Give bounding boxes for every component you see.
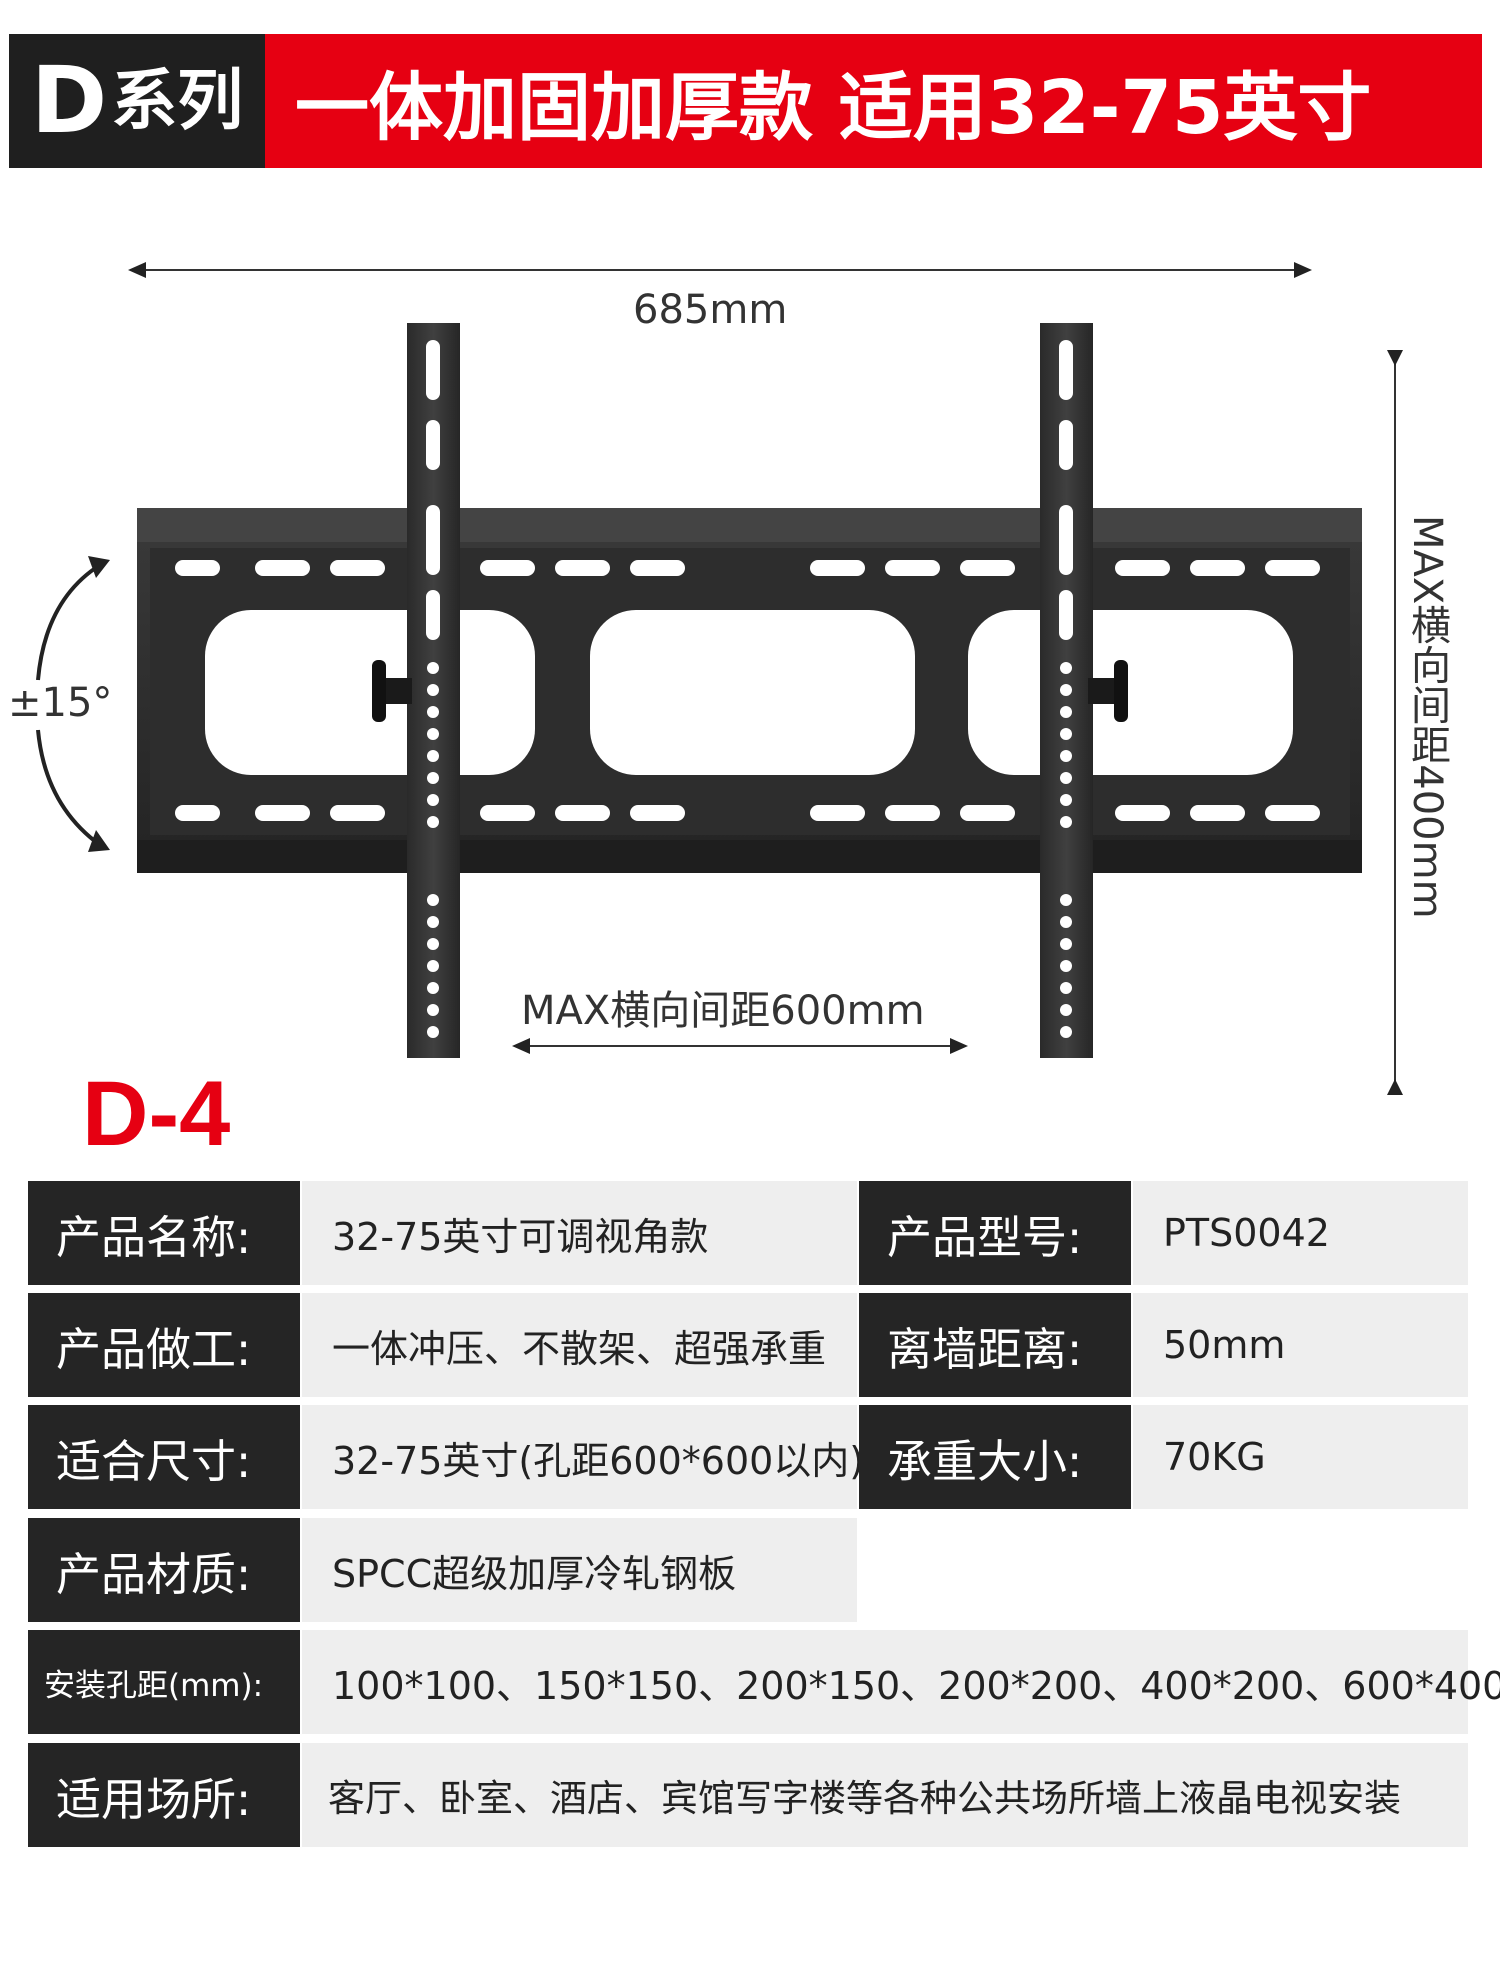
series-badge: D 系列 [9, 34, 265, 168]
place-label: 适用场所: [28, 1743, 300, 1847]
horizontal-spacing-label: MAX横向间距600mm [521, 988, 925, 1034]
tilt-label: ±15° [8, 680, 113, 726]
load-value: 70KG [1133, 1405, 1468, 1509]
product-name-value: 32-75英寸可调视角款 [302, 1181, 857, 1285]
craft-value: 一体冲压、不散架、超强承重 [302, 1293, 857, 1397]
wall-distance-value: 50mm [1133, 1293, 1468, 1397]
right-arm [1040, 323, 1128, 1058]
material-label: 产品材质: [28, 1518, 300, 1622]
width-label: 685mm [633, 287, 788, 333]
wall-distance-label: 离墙距离: [859, 1293, 1131, 1397]
header-banner: D 系列 一体加固加厚款 适用32-75英寸 [9, 34, 1482, 168]
model-code: D-4 [82, 1063, 231, 1165]
mount-illustration [36, 262, 1403, 1095]
product-type-label: 产品型号: [859, 1181, 1131, 1285]
left-arm [372, 323, 460, 1058]
spec-table: 产品名称: 32-75英寸可调视角款 产品型号: PTS0042 产品做工: 一… [28, 0, 1500, 1969]
place-value: 客厅、卧室、酒店、宾馆写字楼等各种公共场所墙上液晶电视安装 [302, 1743, 1468, 1847]
product-name-label: 产品名称: [28, 1181, 300, 1285]
craft-label: 产品做工: [28, 1293, 300, 1397]
series-letter: D [30, 47, 108, 154]
series-word: 系列 [111, 62, 244, 139]
size-label: 适合尺寸: [28, 1405, 300, 1509]
holes-value: 100*100、150*150、200*150、200*200、400*200、… [302, 1630, 1500, 1734]
material-value: SPCC超级加厚冷轧钢板 [302, 1518, 857, 1622]
size-value: 32-75英寸(孔距600*600以内) [302, 1405, 864, 1509]
load-label: 承重大小: [859, 1405, 1131, 1509]
spacing-dimension [512, 1038, 968, 1054]
height-dimension [1387, 350, 1403, 1095]
vertical-spacing-label: MAX横向间距400mm [1404, 515, 1450, 919]
product-drawing: 685mm ±15° MAX横向间距600mm MAX横向间距400mm [8, 262, 1450, 1095]
product-type-value: PTS0042 [1133, 1181, 1468, 1285]
tilt-arrows [36, 563, 102, 847]
holes-label: 安装孔距(mm): [28, 1630, 300, 1734]
width-dimension [128, 262, 1312, 278]
banner-title: 一体加固加厚款 适用32-75英寸 [295, 64, 1372, 151]
